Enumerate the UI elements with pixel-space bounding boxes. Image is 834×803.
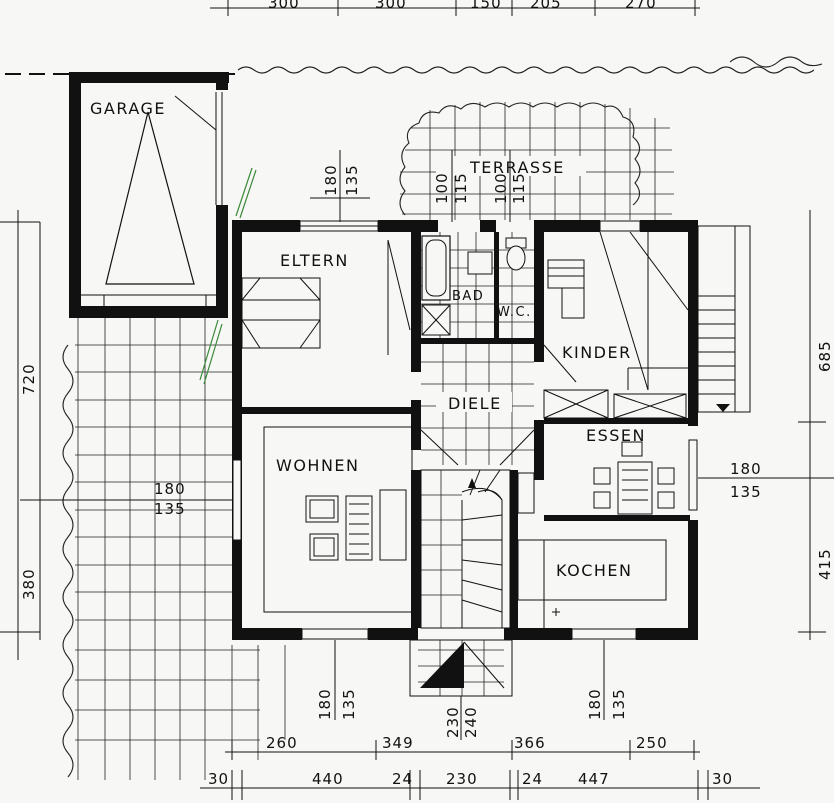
mark-wohnen-left-2: 135	[154, 500, 186, 518]
mark-wohnen-bottom-2: 135	[340, 688, 358, 720]
kochen-counter	[517, 539, 667, 628]
mark-wohnen-bottom-1: 180	[316, 688, 334, 720]
mark-eltern-2: 135	[343, 164, 361, 196]
dim-left-2: 380	[20, 568, 38, 600]
dim-top-1: 300	[268, 0, 300, 12]
label-diele: DIELE	[448, 394, 502, 413]
dim-right-2: 415	[816, 548, 834, 580]
mark-essen-right-2: 135	[730, 483, 762, 501]
dim-bottom2-1: 30	[208, 770, 229, 788]
dim-bottom2-6: 447	[578, 770, 610, 788]
main-stair	[420, 469, 511, 629]
label-wohnen: WOHNEN	[276, 456, 360, 475]
entry	[409, 639, 513, 697]
label-essen: ESSEN	[586, 426, 646, 445]
dim-top-5: 270	[625, 0, 657, 12]
label-wc: W.C.	[497, 305, 532, 320]
dim-right-1: 685	[816, 340, 834, 372]
eltern-bed	[241, 239, 411, 355]
label-garage: GARAGE	[90, 99, 166, 118]
wohnen-furniture	[263, 426, 413, 613]
outside-stair	[697, 225, 751, 413]
windows	[232, 220, 698, 640]
hedge-top	[237, 56, 823, 74]
mark-terrasse-a2: 115	[452, 172, 470, 204]
hedge-terrasse	[399, 102, 641, 216]
hedge-left	[62, 344, 74, 778]
mark-essen-right-1: 180	[730, 460, 762, 478]
dim-bottom2-2: 440	[312, 770, 344, 788]
mark-entry-1: 230	[444, 706, 462, 738]
kinder-furniture	[543, 231, 689, 419]
dim-top-2: 300	[375, 0, 407, 12]
mark-terrasse-a1: 100	[433, 172, 451, 204]
mark-kochen-bottom-2: 135	[610, 688, 628, 720]
dim-top-3: 150	[470, 0, 502, 12]
mark-eltern-1: 180	[322, 164, 340, 196]
right-dimension-line: 685 415	[798, 210, 834, 640]
bad-wc-tiles	[421, 232, 534, 338]
label-terrasse: TERRASSE	[469, 158, 565, 177]
mark-wohnen-left-1: 180	[154, 480, 186, 498]
mark-terrasse-b1: 100	[492, 172, 510, 204]
front-paving	[75, 318, 286, 780]
dim-bottom1-3: 366	[514, 734, 546, 752]
terrasse-paving	[400, 102, 674, 220]
dim-bottom1-2: 349	[382, 734, 414, 752]
dim-bottom2-4: 230	[446, 770, 478, 788]
dim-bottom2-7: 30	[712, 770, 733, 788]
window-dim-marks: 180 135 100 115 100 115 180 135 180 135 …	[20, 150, 834, 740]
dim-bottom1-4: 250	[636, 734, 668, 752]
mark-kochen-bottom-1: 180	[586, 688, 604, 720]
bottom-dimension-lines: 260 349 366 250 30 440 24 230 24 447 30	[200, 734, 760, 800]
top-dimension-line: 300 300 150 205 270	[210, 0, 700, 16]
label-kinder: KINDER	[562, 343, 632, 362]
left-dimension-line: 720 380	[0, 210, 41, 660]
garage: GARAGE	[69, 72, 229, 318]
essen-furniture	[517, 441, 675, 515]
dim-bottom1-1: 260	[266, 734, 298, 752]
house-walls	[232, 220, 698, 640]
dim-bottom2-5: 24	[522, 770, 543, 788]
dim-top-4: 205	[530, 0, 562, 12]
dim-bottom2-3: 24	[392, 770, 413, 788]
label-kochen: KOCHEN	[556, 561, 633, 580]
label-bad: BAD	[452, 289, 484, 304]
dim-left-1: 720	[20, 363, 38, 395]
mark-terrasse-b2: 115	[510, 172, 528, 204]
hall-tiles	[421, 470, 462, 628]
green-pencil-marks	[199, 167, 257, 385]
label-eltern: ELTERN	[280, 251, 349, 270]
mark-entry-2: 240	[462, 706, 480, 738]
